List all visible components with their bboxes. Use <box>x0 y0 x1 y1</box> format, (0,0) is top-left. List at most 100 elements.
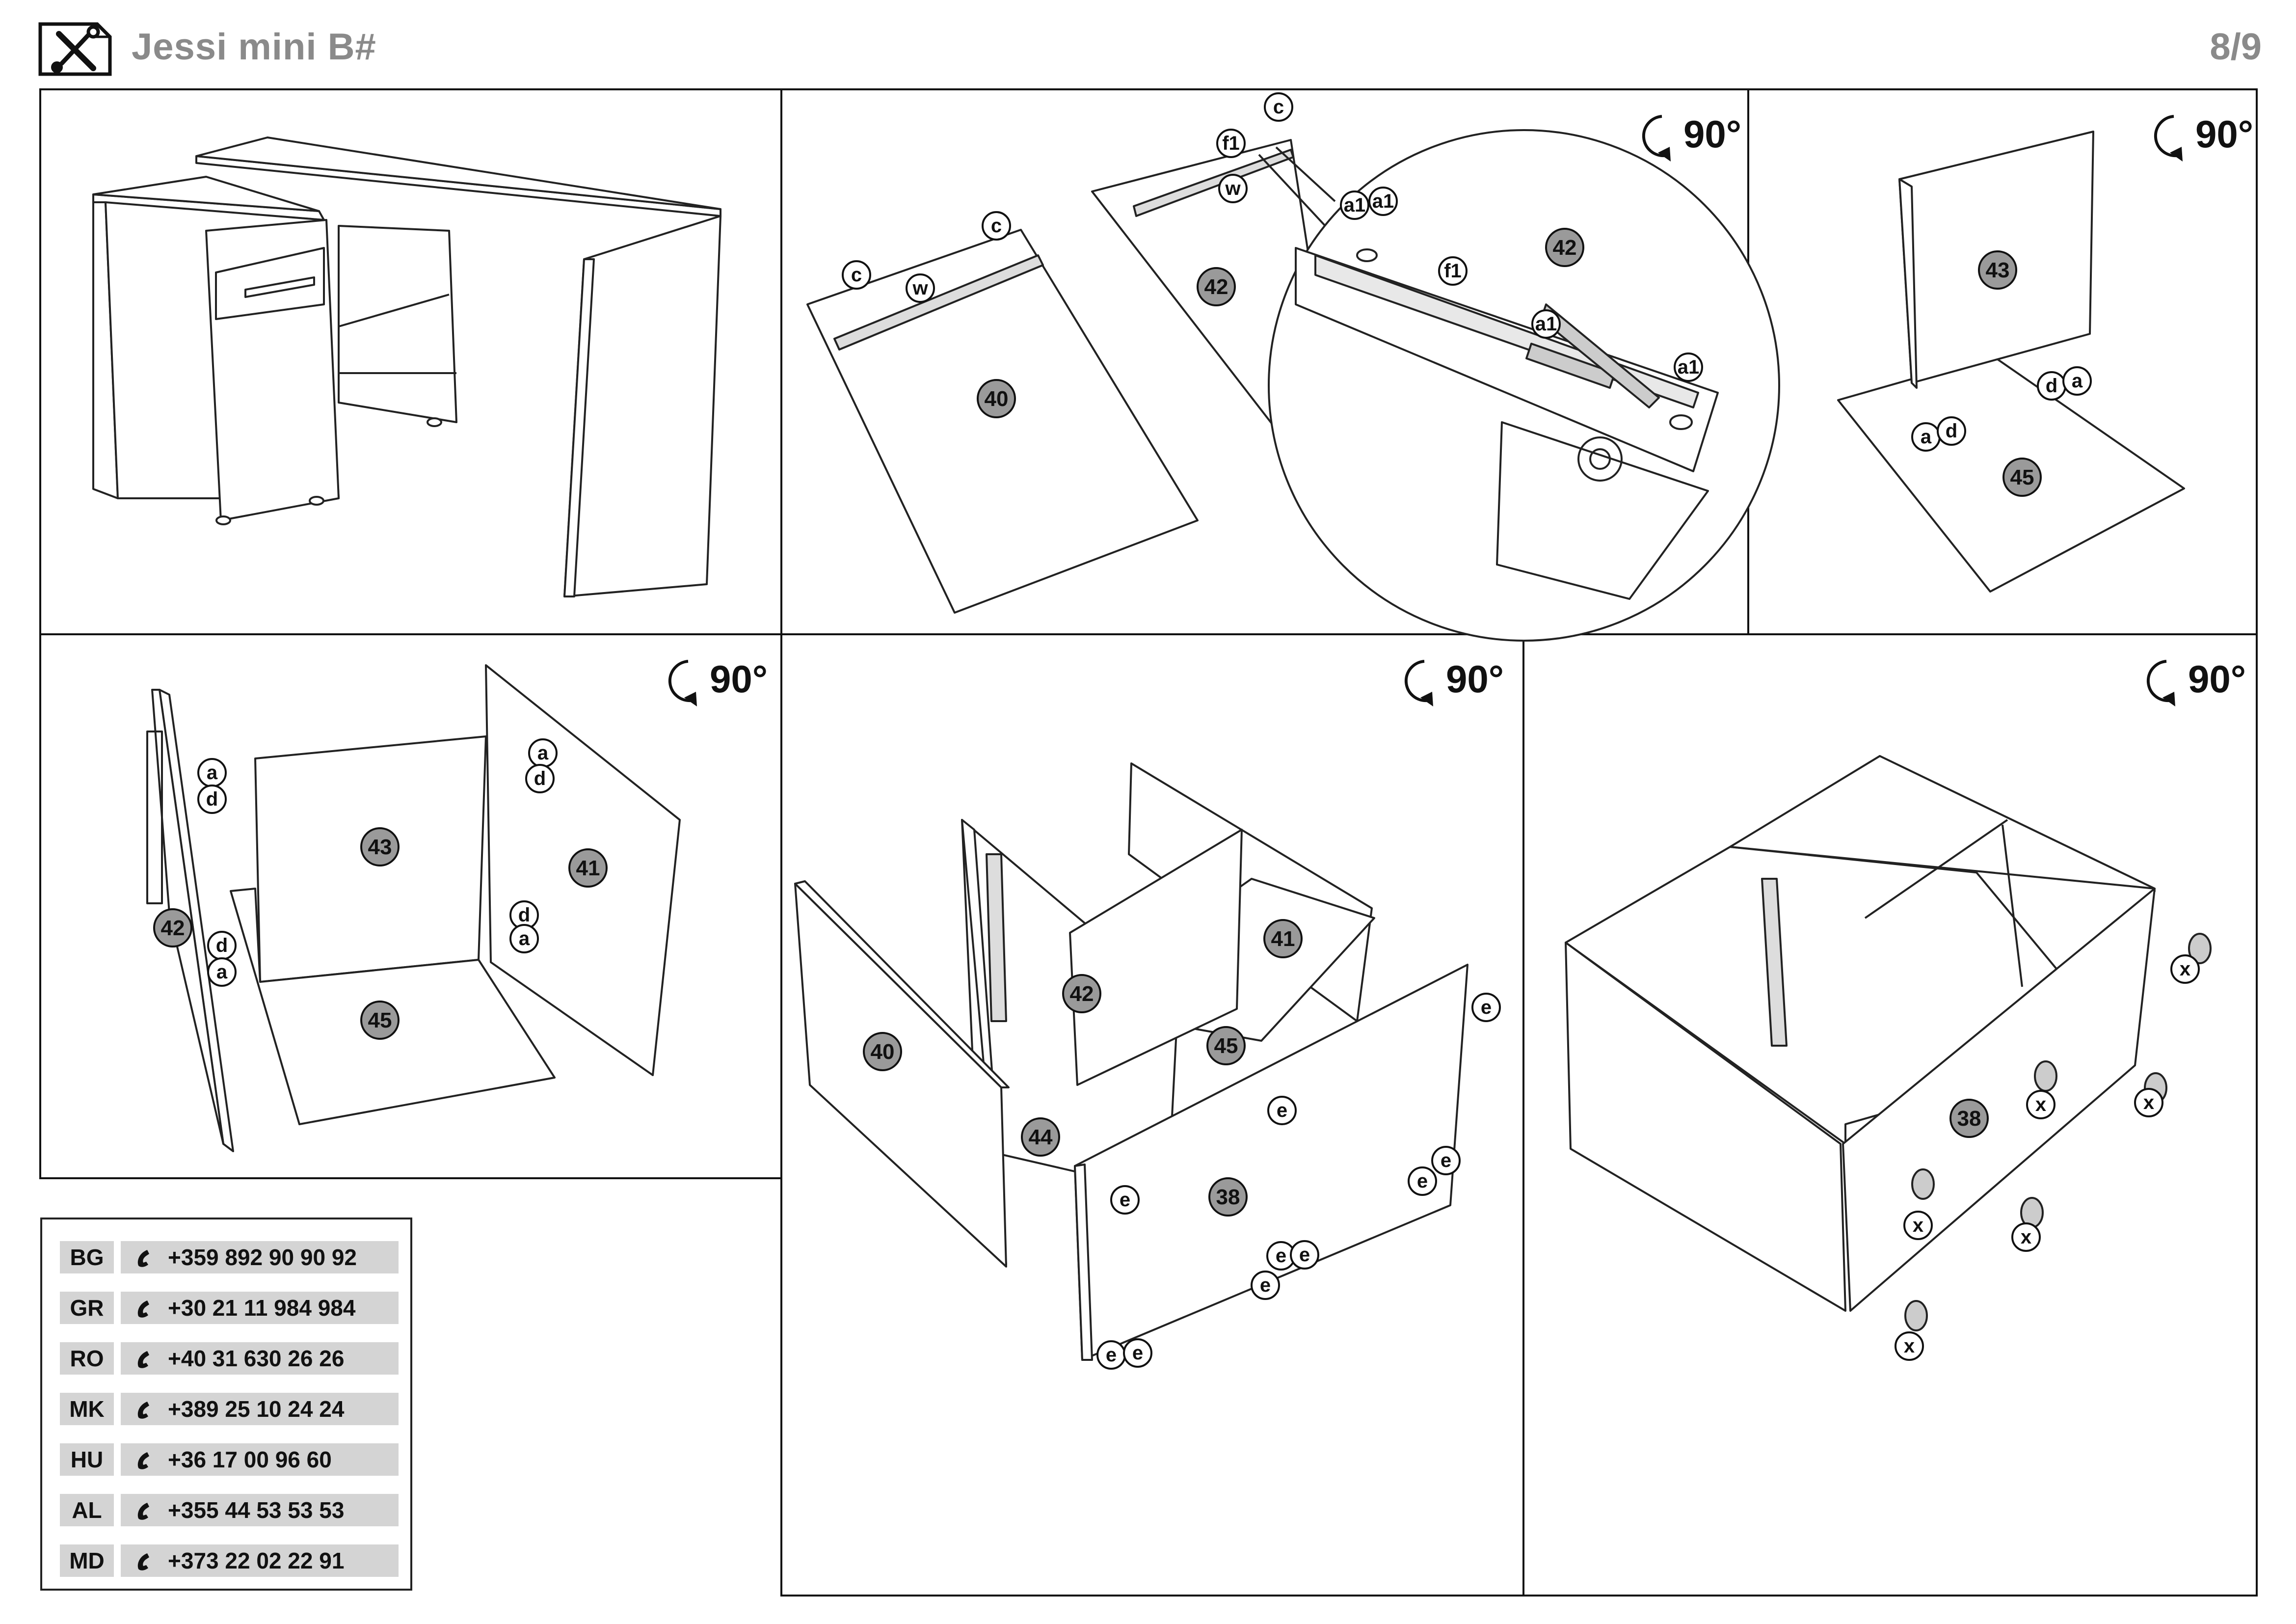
badge-label: x <box>1913 1215 1923 1236</box>
badge-label: d <box>1946 420 1957 442</box>
badge-label: a1 <box>1344 194 1366 216</box>
phone-icon <box>137 1503 149 1520</box>
hardware-letter-badge: d <box>2037 371 2066 401</box>
part-number-badge: 42 <box>1545 228 1584 267</box>
hardware-letter-badge: a1 <box>1531 309 1561 339</box>
phone-icon <box>137 1452 149 1469</box>
part-number-badge: 41 <box>1263 919 1303 958</box>
badge-label: c <box>1273 96 1284 118</box>
hardware-letter-badge: f1 <box>1438 256 1468 286</box>
page-number: 8/9 <box>2210 26 2262 68</box>
badge-label: e <box>1441 1150 1451 1171</box>
hardware-letter-badge: e <box>1471 993 1501 1022</box>
step6-drawing <box>1565 755 2156 1312</box>
finished-desk-illustration <box>92 136 721 597</box>
badge-label: a <box>537 742 549 764</box>
badge-label: e <box>1417 1170 1428 1192</box>
phone-number: +36 17 00 96 60 <box>168 1447 332 1472</box>
hardware-letter-badge: d <box>197 785 227 814</box>
hardware-letter-badge: a <box>2062 366 2092 396</box>
part-number-badge: 43 <box>360 827 400 866</box>
hardware-letter-badge: x <box>2170 954 2200 984</box>
rotate-90-labels: 90° 90° 90° 90° 90° <box>710 112 2253 701</box>
hardware-letter-badge: e <box>1110 1185 1140 1215</box>
tools-icon <box>38 22 112 76</box>
badge-label: 41 <box>1271 927 1295 951</box>
hardware-letter-badge: a1 <box>1340 190 1369 220</box>
badge-label: a <box>519 928 530 949</box>
badge-label: 38 <box>1216 1185 1240 1209</box>
step5-drawing <box>794 762 1468 1361</box>
part-number-badge: 38 <box>1208 1177 1248 1217</box>
badge-label: 43 <box>368 835 392 859</box>
badge-label: x <box>1904 1335 1915 1357</box>
part-number-badge: 40 <box>977 379 1016 418</box>
phone-cell: +30 21 11 984 984 <box>121 1292 399 1324</box>
badge-label: a1 <box>1535 313 1557 335</box>
hardware-letter-badge: e <box>1408 1166 1437 1196</box>
hardware-letter-badge: e <box>1096 1340 1126 1370</box>
step3-drawing <box>1837 131 2185 593</box>
document-title: Jessi mini B# <box>132 26 376 68</box>
badge-label: e <box>1120 1189 1130 1211</box>
phone-cell: +359 892 90 90 92 <box>121 1241 399 1273</box>
badge-label: c <box>851 264 862 286</box>
badge-label: d <box>216 935 228 956</box>
badge-label: 45 <box>1214 1034 1238 1058</box>
rotation-label: 90° <box>2195 112 2253 156</box>
phone-cell: +36 17 00 96 60 <box>121 1443 399 1476</box>
badge-label: a <box>207 762 218 784</box>
badge-label: e <box>1132 1342 1143 1364</box>
part-number-badge: 42 <box>1062 974 1101 1013</box>
hardware-letter-badge: a1 <box>1674 352 1703 382</box>
part-number-badge: 45 <box>360 1001 400 1040</box>
hardware-letter-badge: d <box>207 931 237 960</box>
hardware-letter-badge: w <box>1218 174 1248 203</box>
phone-icon <box>137 1402 149 1419</box>
part-number-badge: 40 <box>863 1032 902 1071</box>
badge-label: d <box>2046 375 2057 397</box>
badge-label: a <box>2072 370 2083 392</box>
badge-label: 42 <box>161 916 185 940</box>
phone-number: +40 31 630 26 26 <box>168 1346 345 1371</box>
badge-label: e <box>1260 1274 1271 1296</box>
part-number-badge: 44 <box>1021 1117 1060 1157</box>
hardware-letter-badge: e <box>1123 1338 1152 1368</box>
badge-label: e <box>1277 1100 1287 1121</box>
phone-number: +359 892 90 90 92 <box>168 1245 357 1270</box>
contact-row: AL +355 44 53 53 53 <box>60 1494 399 1526</box>
phone-icon <box>137 1351 149 1368</box>
hardware-letter-badge: a <box>509 924 539 953</box>
badge-label: f1 <box>1222 133 1240 154</box>
contact-row: HU+36 17 00 96 60 <box>60 1443 399 1476</box>
hardware-letter-badge: c <box>982 211 1011 241</box>
badge-label: e <box>1299 1244 1310 1266</box>
hardware-letter-badge: x <box>1903 1211 1933 1240</box>
hardware-letter-badge: x <box>2011 1222 2041 1252</box>
country-code: AL <box>60 1494 114 1526</box>
badge-label: e <box>1276 1245 1286 1267</box>
contact-row: BG+359 892 90 90 92 <box>60 1241 399 1273</box>
step-panel-6 <box>1522 633 2258 1597</box>
badge-label: w <box>912 277 928 299</box>
phone-number: +355 44 53 53 53 <box>168 1497 345 1523</box>
badge-label: e <box>1481 997 1492 1018</box>
part-number-badge: 42 <box>153 908 192 947</box>
part-number-badge: 43 <box>1978 250 2017 290</box>
rotation-label: 90° <box>710 657 768 701</box>
hardware-letter-badge: a <box>1911 422 1941 452</box>
phone-cell: +40 31 630 26 26 <box>121 1342 399 1375</box>
hardware-letter-badge: f1 <box>1216 129 1246 158</box>
badge-label: a <box>1921 426 1932 448</box>
hardware-letter-badge: c <box>1264 92 1293 122</box>
badge-label: f1 <box>1444 260 1462 282</box>
hardware-letter-badge: a1 <box>1368 187 1398 216</box>
badge-label: 42 <box>1553 236 1577 260</box>
country-code: MK <box>60 1393 114 1425</box>
hardware-letter-badge: e <box>1266 1241 1296 1271</box>
phone-cell: +373 22 02 22 91 <box>121 1544 399 1577</box>
badge-label: d <box>534 768 546 789</box>
phone-cell: +389 25 10 24 24 <box>121 1393 399 1425</box>
hardware-letter-badge: e <box>1267 1096 1297 1125</box>
